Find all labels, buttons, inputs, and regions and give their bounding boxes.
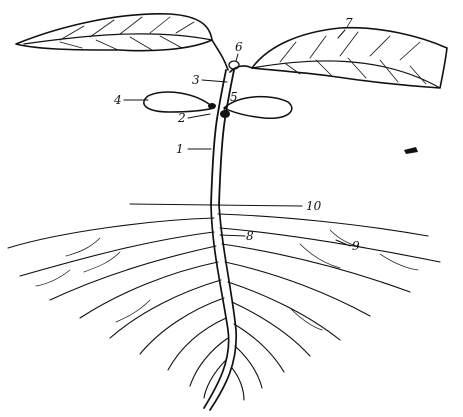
label-1: 1: [176, 142, 184, 156]
label-5: 5: [230, 90, 238, 104]
label-8: 8: [246, 229, 254, 243]
label-10: 10: [306, 199, 322, 213]
label-7: 7: [345, 16, 353, 30]
axillary-bud-right-icon: [220, 110, 230, 118]
ink-speck: [404, 147, 418, 154]
label-6: 6: [235, 40, 243, 54]
label-3: 3: [192, 73, 200, 87]
stem: [211, 40, 252, 205]
leader-lines: [124, 30, 350, 246]
label-2: 2: [177, 111, 186, 125]
number-labels: 1 2 3 4 5 6 7 8 9 10: [113, 16, 360, 253]
right-leaf: [252, 28, 447, 88]
label-4: 4: [113, 93, 122, 107]
axillary-bud-left-icon: [208, 103, 216, 109]
label-9: 9: [352, 239, 360, 253]
left-leaf: [16, 14, 212, 51]
